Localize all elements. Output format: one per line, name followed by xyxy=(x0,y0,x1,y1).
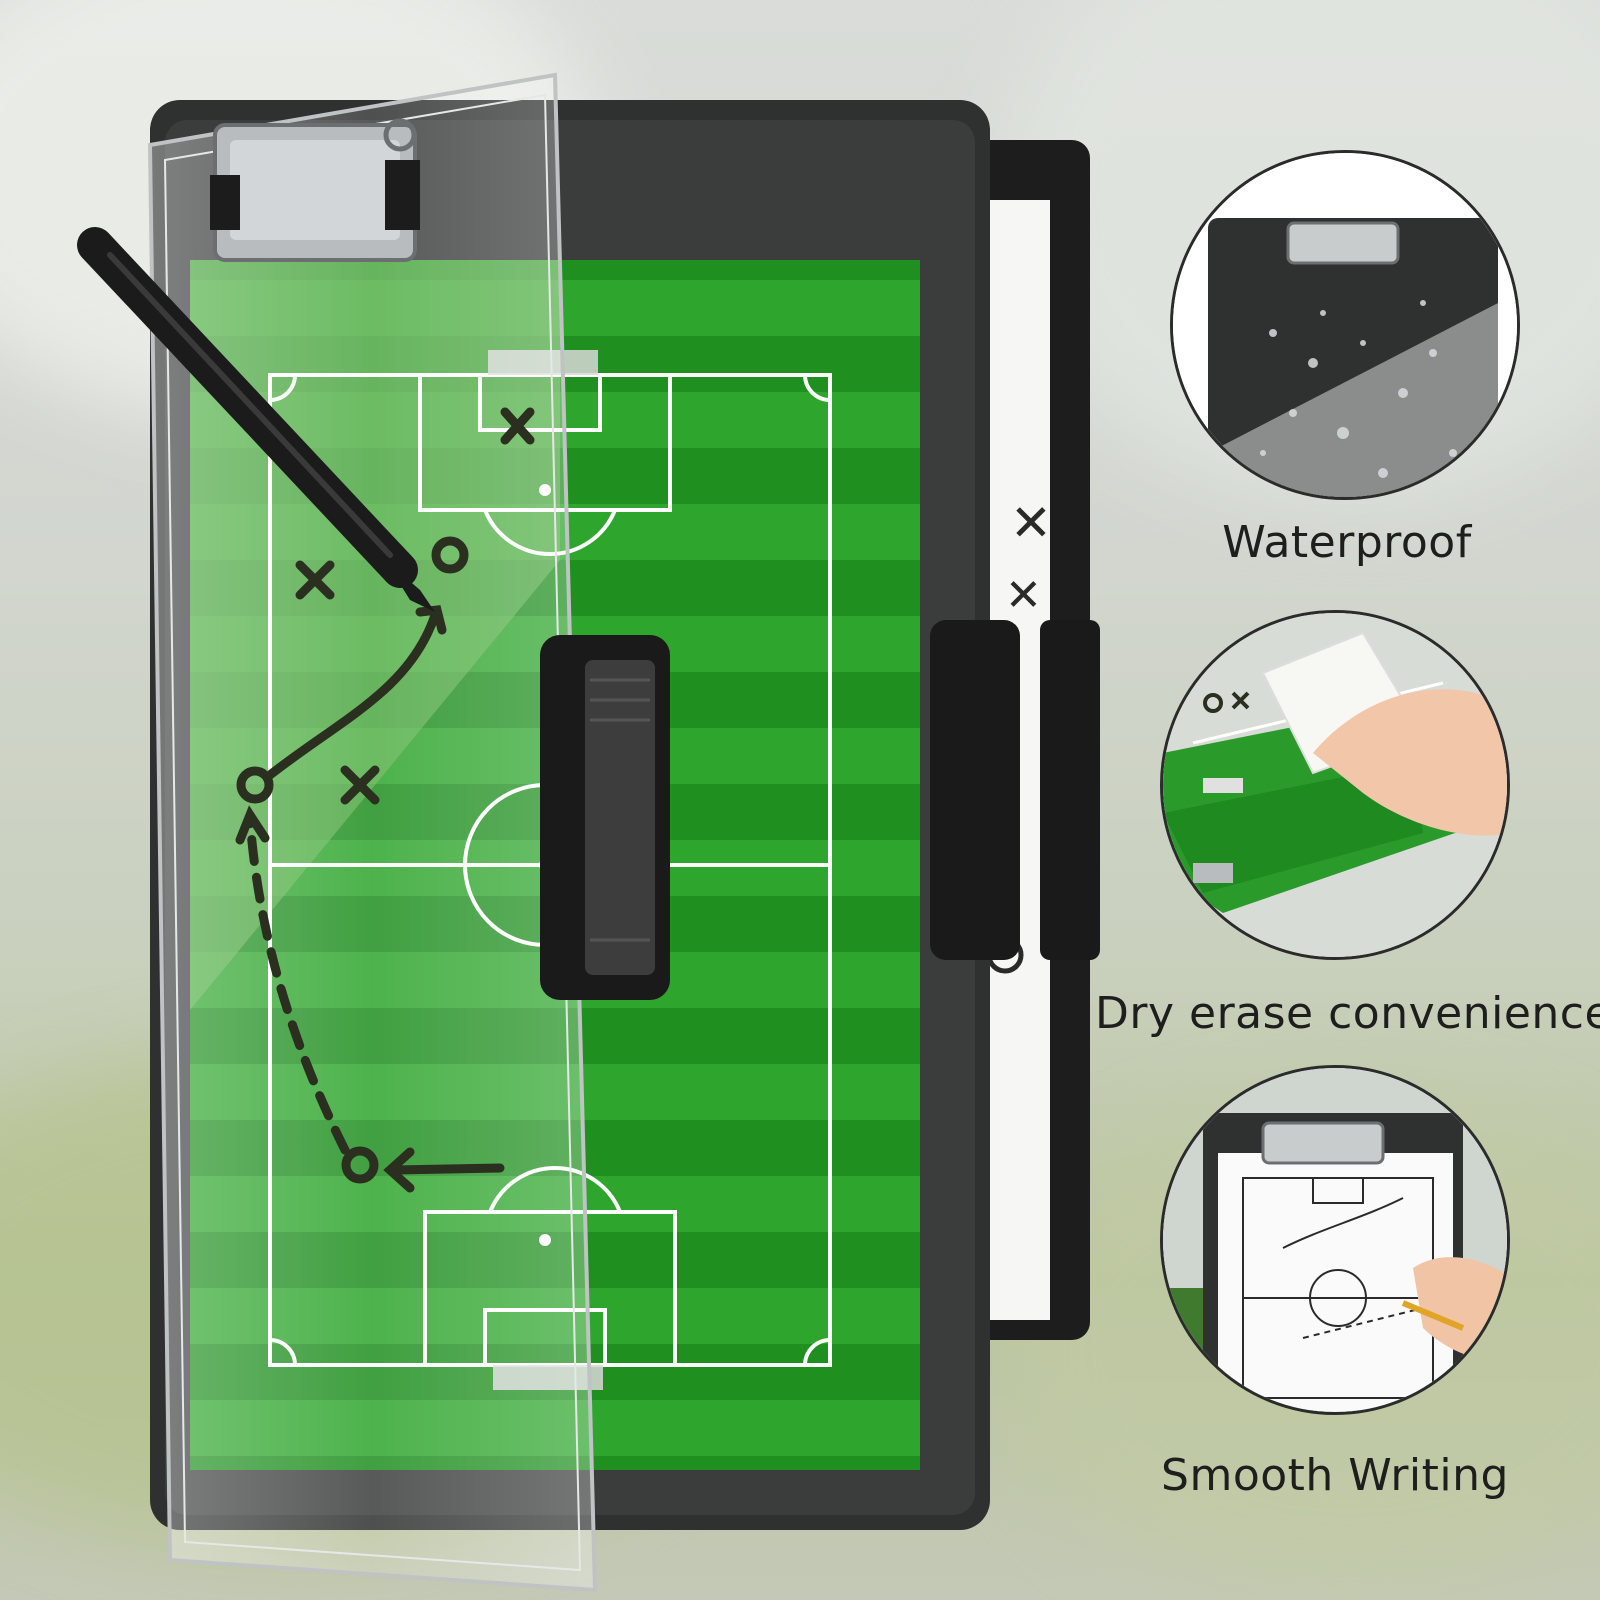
incoming-arrow xyxy=(390,1163,505,1175)
arrow-head xyxy=(235,805,270,845)
paper-mark-x: ✕ xyxy=(1005,570,1042,621)
arrow-head xyxy=(415,605,447,635)
tactic-drawing xyxy=(235,407,535,1193)
run-arrow-dashed xyxy=(245,815,350,1155)
smooth-writing-image-circle xyxy=(1160,1065,1510,1415)
dry-erase-image-circle xyxy=(1160,610,1510,960)
mark-o-bottom xyxy=(341,1146,379,1184)
case-latch xyxy=(540,635,670,1000)
mark-o-top xyxy=(431,536,469,574)
water-drops-icon xyxy=(1173,153,1517,497)
hand-writing-icon xyxy=(1163,1068,1507,1412)
mark-x-left xyxy=(295,560,335,600)
mark-x-top xyxy=(500,407,535,445)
caption-smooth-writing: Smooth Writing xyxy=(1161,1450,1509,1501)
waterproof-image-circle xyxy=(1170,150,1520,500)
caption-waterproof: Waterproof xyxy=(1222,517,1472,568)
caption-dry-erase: Dry erase convenience xyxy=(1095,988,1600,1039)
paper-mark-x: ✕ xyxy=(1010,494,1052,552)
pass-arrow xyxy=(265,610,440,780)
arrow-head xyxy=(383,1147,415,1193)
eraser-wipe-icon xyxy=(1163,613,1507,957)
clear-lid xyxy=(147,72,598,1593)
marker-pen xyxy=(77,227,435,612)
mark-o-mid xyxy=(236,766,274,804)
metal-clip xyxy=(210,118,420,262)
mark-x-mid xyxy=(340,765,380,805)
